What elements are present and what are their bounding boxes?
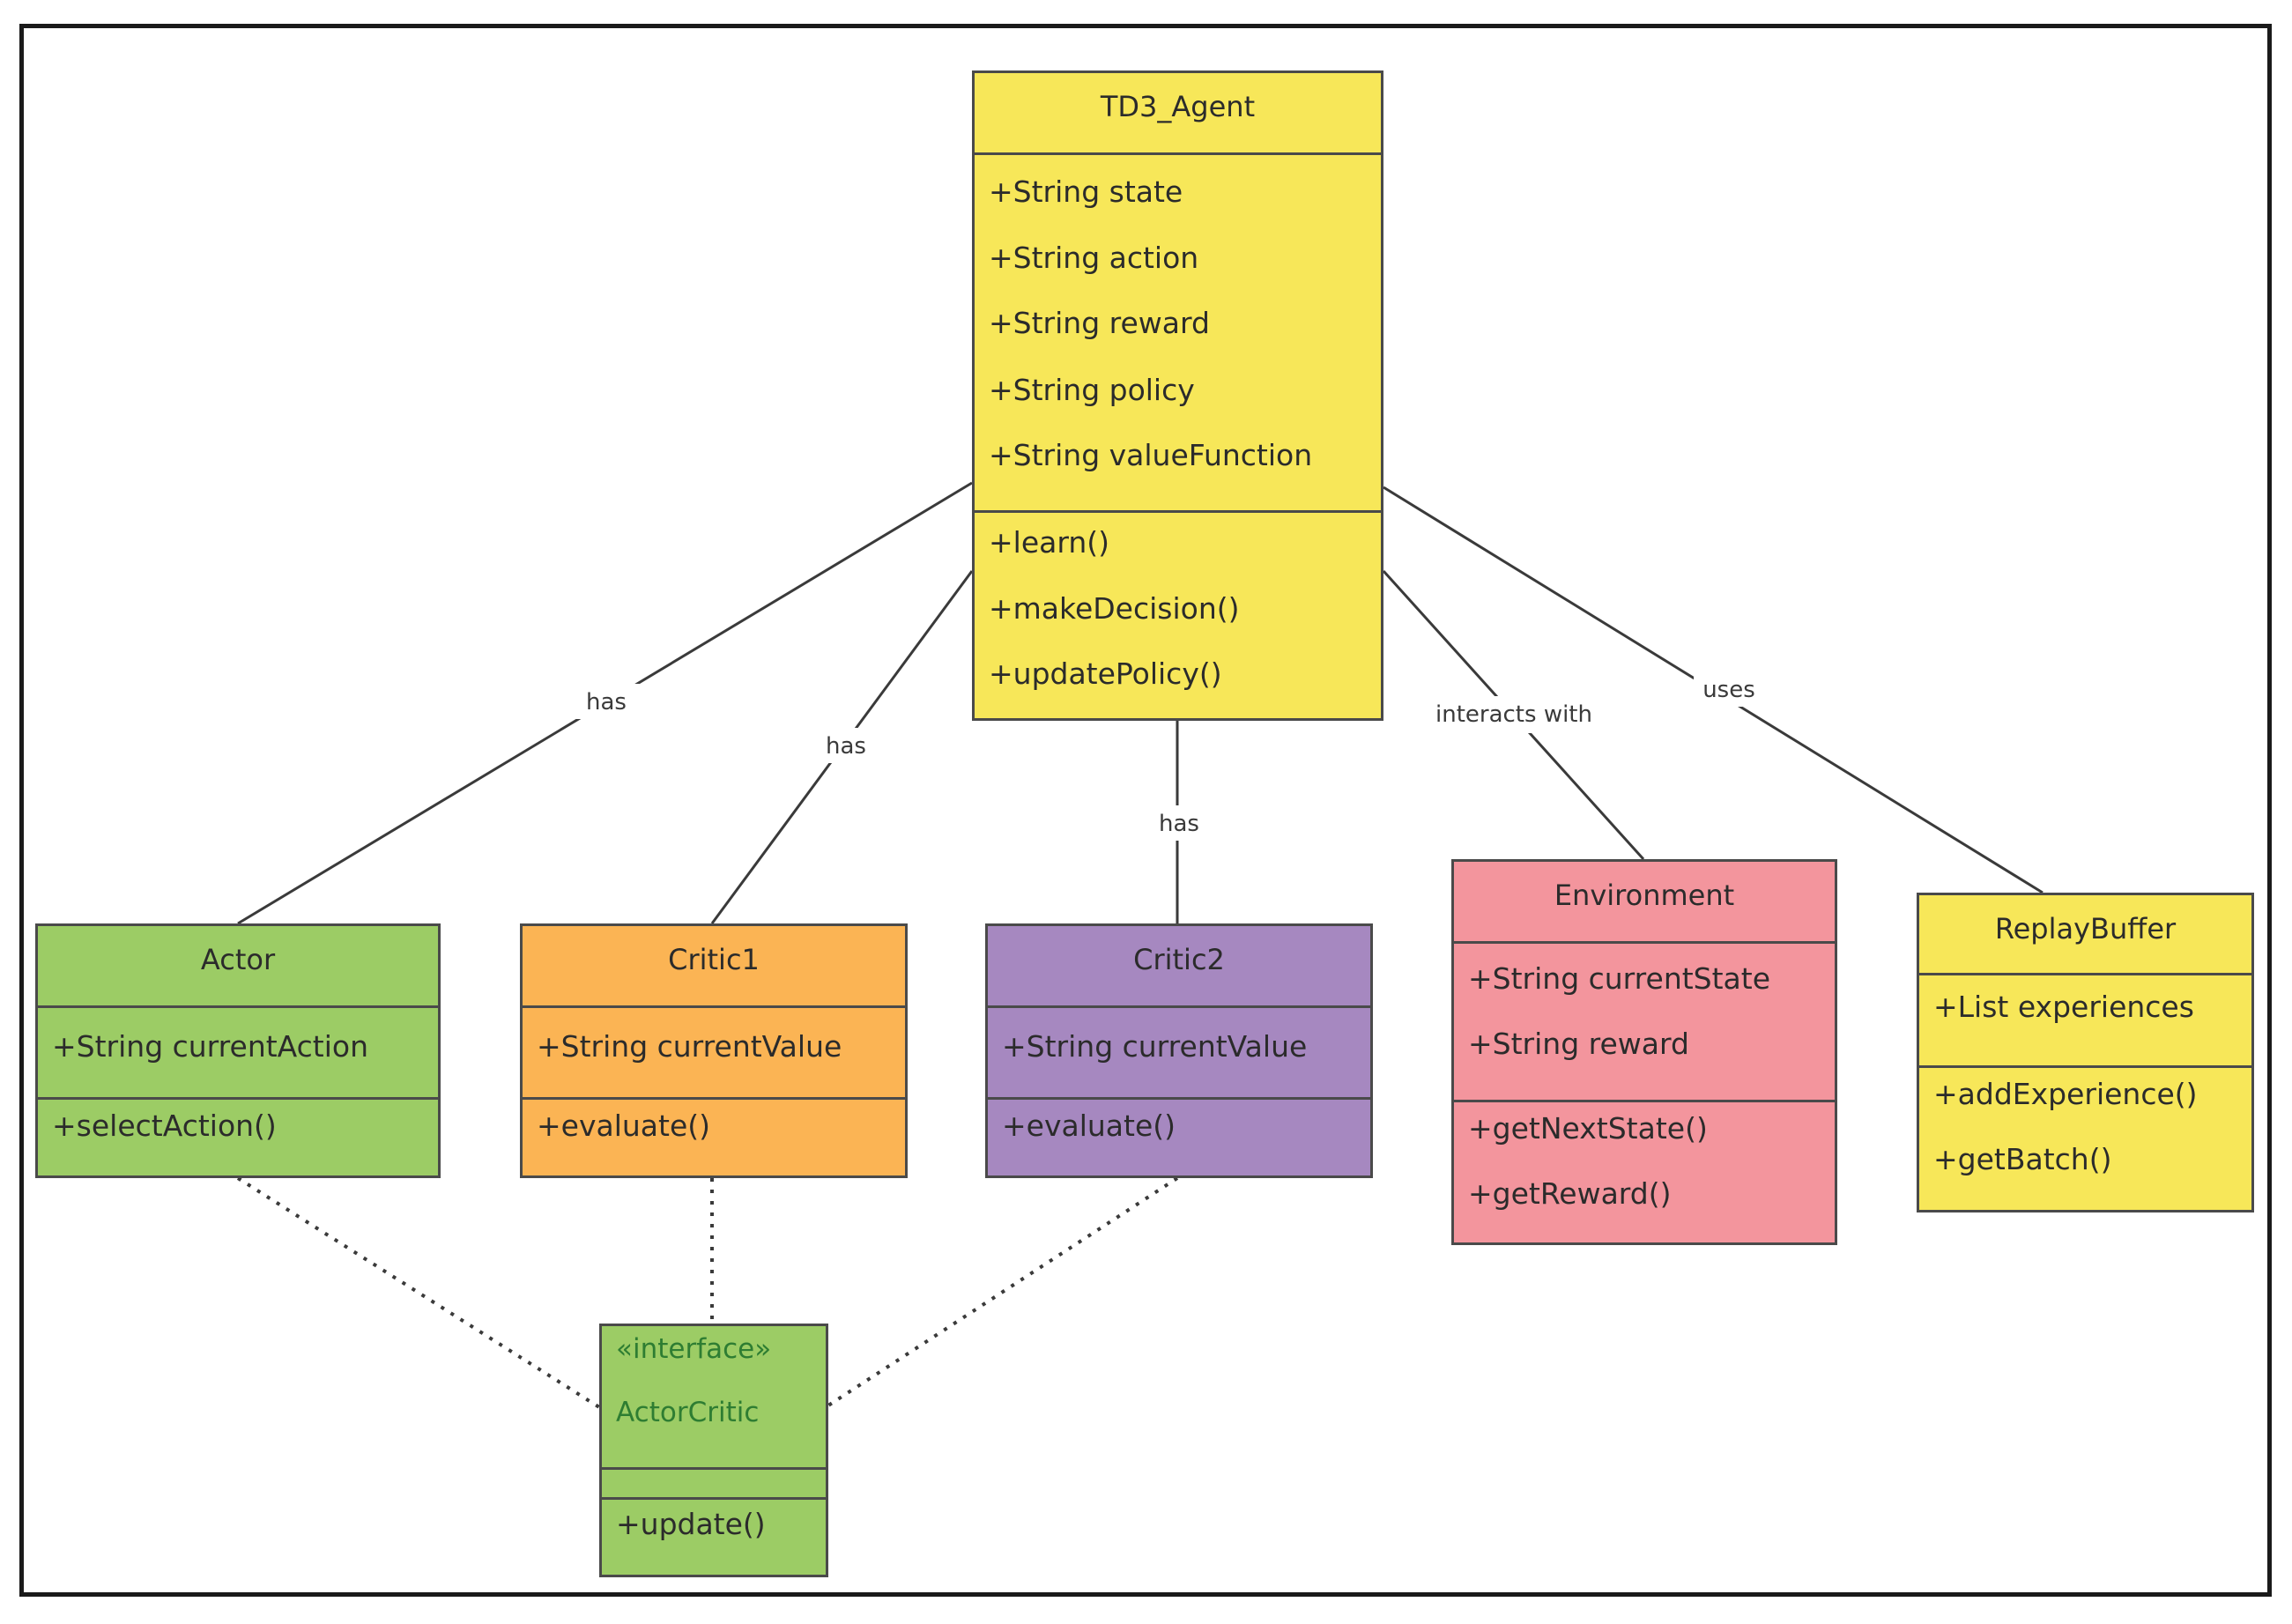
attribute: +String currentValue [537, 1029, 842, 1064]
methods-section: +evaluate() [523, 1097, 905, 1175]
method: +evaluate() [1002, 1109, 1176, 1143]
class-name: ReplayBuffer [1994, 912, 2177, 945]
edge-critic2-actorcritic [827, 1176, 1179, 1407]
attribute: +String currentState [1468, 961, 1771, 996]
edge-label-critic2: has [1159, 811, 1199, 837]
methods-section: +selectAction() [38, 1097, 438, 1175]
attribute: +List experiences [1933, 990, 2194, 1024]
attributes-section: +String currentState +String reward [1454, 941, 1835, 1100]
attributes-section: +List experiences [1919, 973, 2251, 1065]
class-critic2[interactable]: Critic2 +String currentValue +evaluate() [985, 923, 1373, 1178]
attribute: +String reward [1468, 1027, 1689, 1061]
name-section: «interface» ActorCritic [602, 1326, 826, 1467]
edge-label-critic1: has [826, 733, 866, 760]
edge-label-environment: interacts with [1435, 701, 1592, 728]
edge-actor-actorcritic [236, 1176, 601, 1409]
attribute: +String policy [989, 373, 1195, 407]
interface-actor-critic[interactable]: «interface» ActorCritic +update() [599, 1324, 828, 1577]
attributes-section: +String state +String action +String rew… [975, 152, 1381, 510]
method: +update() [616, 1507, 766, 1541]
method: +updatePolicy() [989, 656, 1222, 691]
methods-section: +getNextState() +getReward() [1454, 1100, 1835, 1242]
method: +learn() [989, 525, 1109, 560]
class-name: Critic2 [1133, 943, 1225, 976]
methods-section: +addExperience() +getBatch() [1919, 1065, 2251, 1210]
class-name: ActorCritic [616, 1397, 760, 1428]
stereotype-label: «interface» [616, 1333, 772, 1365]
method: +selectAction() [52, 1109, 277, 1143]
attribute: +String currentValue [1002, 1029, 1308, 1064]
edge-label-replay-buffer: uses [1702, 677, 1755, 703]
methods-section: +learn() +makeDecision() +updatePolicy() [975, 510, 1381, 718]
class-name: Critic1 [668, 943, 760, 976]
class-name: Environment [1554, 879, 1735, 912]
class-replay-buffer[interactable]: ReplayBuffer +List experiences +addExper… [1917, 893, 2254, 1212]
class-name: Actor [200, 943, 276, 976]
class-critic1[interactable]: Critic1 +String currentValue +evaluate() [520, 923, 908, 1178]
attribute: +String valueFunction [989, 438, 1313, 472]
class-name: TD3_Agent [1100, 90, 1256, 123]
methods-section: +evaluate() [988, 1097, 1370, 1175]
attribute: +String action [989, 241, 1199, 275]
attributes-section: +String currentAction [38, 1005, 438, 1097]
class-actor[interactable]: Actor +String currentAction +selectActio… [35, 923, 441, 1178]
method: +getBatch() [1933, 1142, 2112, 1176]
methods-section: +update() [602, 1497, 826, 1575]
method: +getReward() [1468, 1176, 1672, 1211]
method: +addExperience() [1933, 1077, 2198, 1111]
attribute: +String currentAction [52, 1029, 369, 1064]
attributes-section [602, 1467, 826, 1497]
attribute: +String state [989, 174, 1183, 209]
method: +evaluate() [537, 1109, 711, 1143]
attributes-section: +String currentValue [523, 1005, 905, 1097]
method: +getNextState() [1468, 1111, 1708, 1146]
class-environment[interactable]: Environment +String currentState +String… [1451, 859, 1837, 1245]
attribute: +String reward [989, 306, 1210, 340]
attributes-section: +String currentValue [988, 1005, 1370, 1097]
edge-label-actor: has [586, 689, 627, 716]
method: +makeDecision() [989, 591, 1240, 626]
class-td3-agent[interactable]: TD3_Agent +String state +String action +… [972, 70, 1383, 721]
